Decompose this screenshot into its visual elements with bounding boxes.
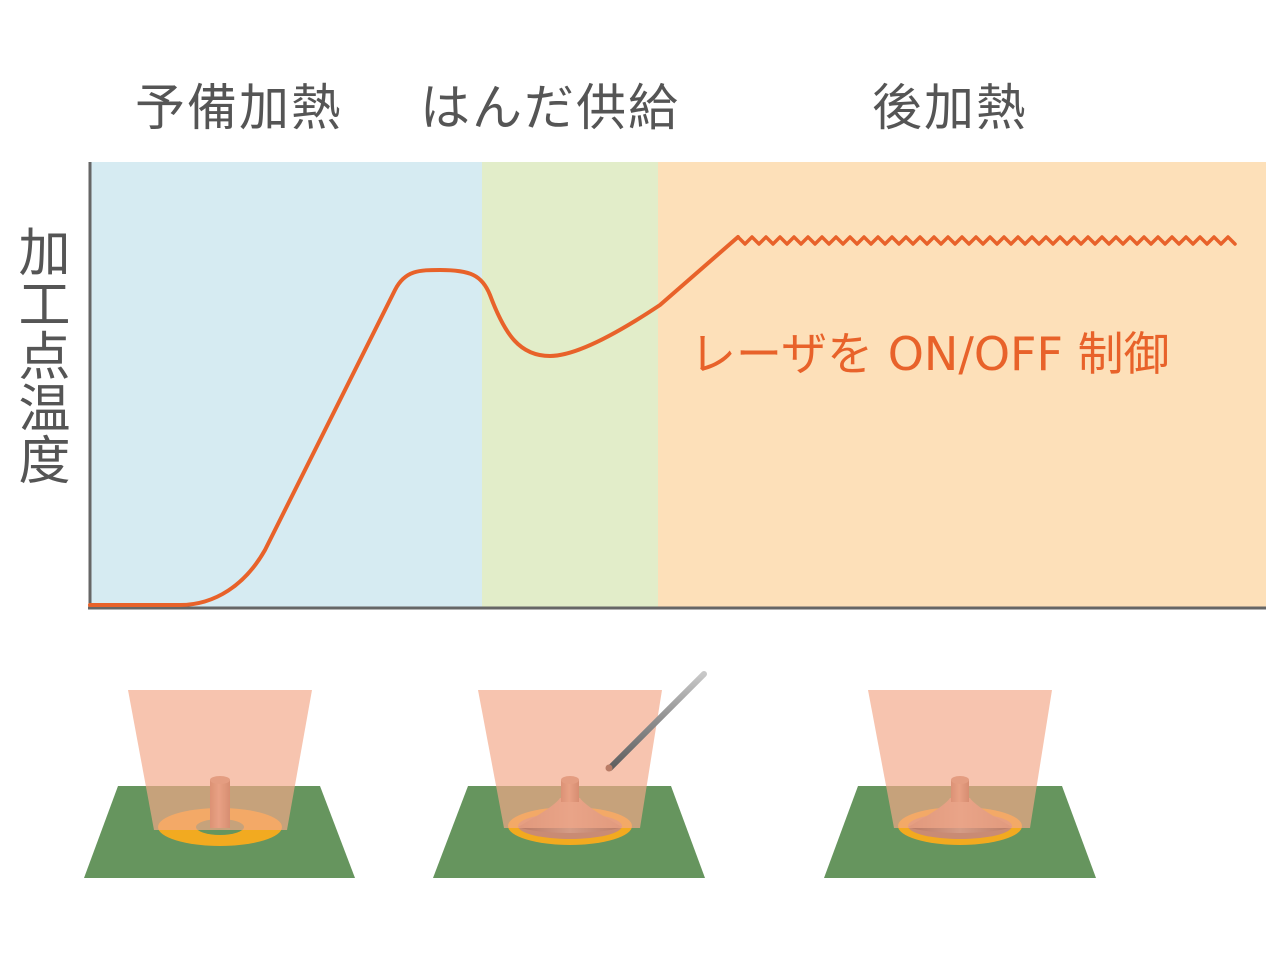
solder-supply-region	[482, 162, 658, 608]
temperature-curve	[88, 235, 740, 607]
phase-label-preheat: 予備加熱	[135, 79, 343, 137]
preheat-region	[90, 162, 482, 608]
laser-onoff-zigzag	[736, 235, 1237, 246]
phase-label-solder-supply: はんだ供給	[420, 79, 680, 137]
illustration-post-heat	[824, 690, 1096, 878]
phase-label-post-heat: 後加熱	[872, 79, 1028, 137]
solder-wire	[607, 671, 707, 771]
post-heat-region	[658, 162, 1266, 608]
illustration-preheat	[84, 690, 355, 878]
laser-beam	[478, 690, 662, 828]
solder-wire-tip	[605, 764, 613, 772]
y-axis-label: 加工点温度	[9, 225, 69, 485]
laser-control-annotation: レーザを ON/OFF 制御	[690, 327, 1170, 381]
laser-beam	[868, 690, 1052, 828]
illustration-solder-supply	[433, 671, 707, 878]
laser-beam	[128, 690, 312, 830]
